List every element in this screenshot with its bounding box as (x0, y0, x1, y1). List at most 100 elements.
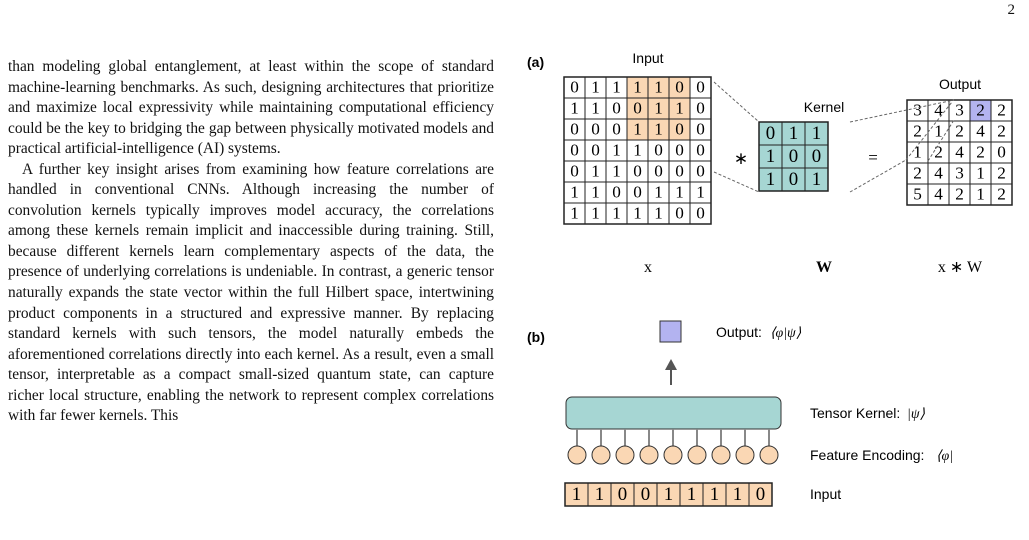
input-grid-cell-value: 1 (591, 204, 600, 223)
connector-input-kernel-top (713, 81, 760, 123)
output-grid-cell-value: 5 (913, 185, 922, 204)
kernel-grid-cell-value: 1 (812, 169, 821, 190)
output-grid-cell-value: 2 (976, 101, 985, 120)
encoding-node (639, 445, 659, 465)
output-grid-cell-value: 2 (955, 122, 964, 141)
output-grid-cell-value: 4 (934, 185, 943, 204)
input-grid-cell-value: 0 (696, 141, 705, 160)
input-grid-cell-value: 0 (570, 78, 579, 97)
input-bit-cell-value: 0 (641, 484, 650, 505)
input-grid-outline (563, 76, 712, 225)
encoding-node (591, 445, 611, 465)
output-grid-cell-value: 4 (934, 164, 943, 183)
connector-kernel-output-top (849, 99, 955, 123)
paragraph-2: A further key insight arises from examin… (8, 160, 494, 425)
input-grid-cell-value: 0 (612, 120, 621, 139)
input-grid-cell-value: 0 (696, 78, 705, 97)
output-grid-cell-value: 3 (913, 101, 922, 120)
connector-lines (713, 81, 955, 193)
input-grid-cell-value: 0 (675, 204, 684, 223)
encoding-node (735, 445, 755, 465)
output-grid-cell-value: 2 (997, 122, 1006, 141)
output-grid-cell-value: 2 (913, 122, 922, 141)
feature-encoding-math: ⟨φ| (936, 449, 953, 464)
input-grid-cell-value: 1 (654, 204, 663, 223)
output-grid-cell-value: 4 (955, 143, 964, 162)
output-grid-cell-value: 2 (997, 101, 1006, 120)
input-grid-cell-value: 1 (591, 78, 600, 97)
input-grid-cell-value: 0 (696, 162, 705, 181)
encoding-node (711, 445, 731, 465)
encoding-node (663, 445, 683, 465)
encoding-node (759, 445, 779, 465)
input-grid-cell-value: 0 (675, 78, 684, 97)
body-text: than modeling global entanglement, at le… (8, 57, 494, 427)
input-grid-cell-value: 0 (570, 141, 579, 160)
input-grid-cell-value: 1 (675, 99, 684, 118)
panel-b-input-label: Input (810, 486, 841, 502)
input-grid-cell-value: 1 (654, 99, 663, 118)
paragraph-1: than modeling global entanglement, at le… (8, 58, 494, 158)
output-grid-cell-value: 1 (976, 185, 985, 204)
output-grid-cell-value: 1 (934, 122, 943, 141)
input-grid-cell-value: 0 (675, 120, 684, 139)
output-math: ⟨φ|ψ⟩ (770, 326, 802, 341)
w-label: W (816, 259, 832, 276)
up-arrow (665, 359, 677, 385)
tensor-kernel-label: Tensor Kernel: (810, 405, 900, 421)
feature-encoding-label: Feature Encoding: (810, 447, 924, 463)
output-label: Output: (716, 324, 762, 340)
connector-input-kernel-bottom (713, 171, 760, 193)
input-grid-cell-value: 1 (612, 204, 621, 223)
input-grid-cell-value: 0 (675, 141, 684, 160)
encoding-node (615, 445, 635, 465)
input-grid-cell-value: 1 (675, 183, 684, 202)
input-grid-cell-value: 0 (675, 162, 684, 181)
input-bit-cell-value: 1 (572, 484, 581, 505)
input-grid-cell-value: 1 (591, 162, 600, 181)
kernel-grid-cell-value: 1 (766, 169, 775, 190)
input-bit-cell-value: 1 (733, 484, 742, 505)
output-grid-cell-value: 3 (955, 164, 964, 183)
kernel-grid-cell-value: 0 (812, 146, 821, 167)
tensor-kernel-block (565, 396, 782, 430)
input-grid-cell-value: 1 (633, 78, 642, 97)
input-grid-cell-value: 0 (612, 183, 621, 202)
kernel-grid-outline (758, 121, 829, 192)
convolution-operator: ∗ (734, 149, 748, 168)
input-grid-cell-value: 1 (612, 141, 621, 160)
input-grid-cell-value: 0 (612, 99, 621, 118)
output-grid-cell-value: 2 (997, 164, 1006, 183)
kernel-grid-cell-value: 0 (789, 169, 798, 190)
input-grid-cell-value: 0 (591, 120, 600, 139)
kernel-grid-cell-value: 1 (766, 146, 775, 167)
input-grid-cell-value: 1 (633, 141, 642, 160)
input-grid-cell-value: 1 (633, 120, 642, 139)
input-bit-outline (564, 482, 773, 507)
connector-kernel-output-bottom (849, 159, 907, 193)
output-scalar-square (659, 320, 682, 343)
input-bit-cell-value: 1 (710, 484, 719, 505)
encoding-node (687, 445, 707, 465)
input-grid-cell-value: 1 (570, 183, 579, 202)
feature-encoding-nodes (567, 429, 779, 465)
input-grid-cell-value: 1 (654, 183, 663, 202)
input-grid-cell-value: 0 (633, 183, 642, 202)
input-grid-cell-value: 0 (654, 162, 663, 181)
output-grid-outline (906, 99, 1013, 206)
x-label: x (644, 259, 652, 276)
output-grid-cell-value: 2 (976, 143, 985, 162)
connector-output-diagonal-1 (905, 101, 953, 161)
kernel-grid-cell-value: 1 (789, 123, 798, 144)
input-title: Input (632, 50, 663, 66)
output-grid-cell-value: 1 (976, 164, 985, 183)
input-bit-cell-value: 1 (687, 484, 696, 505)
output-grid-cell-value: 2 (934, 143, 943, 162)
input-grid-cell-value: 0 (570, 162, 579, 181)
tensor-kernel-math: |ψ⟩ (907, 407, 926, 422)
output-grid-cell-value: 0 (997, 143, 1006, 162)
input-grid-cell-value: 1 (633, 204, 642, 223)
